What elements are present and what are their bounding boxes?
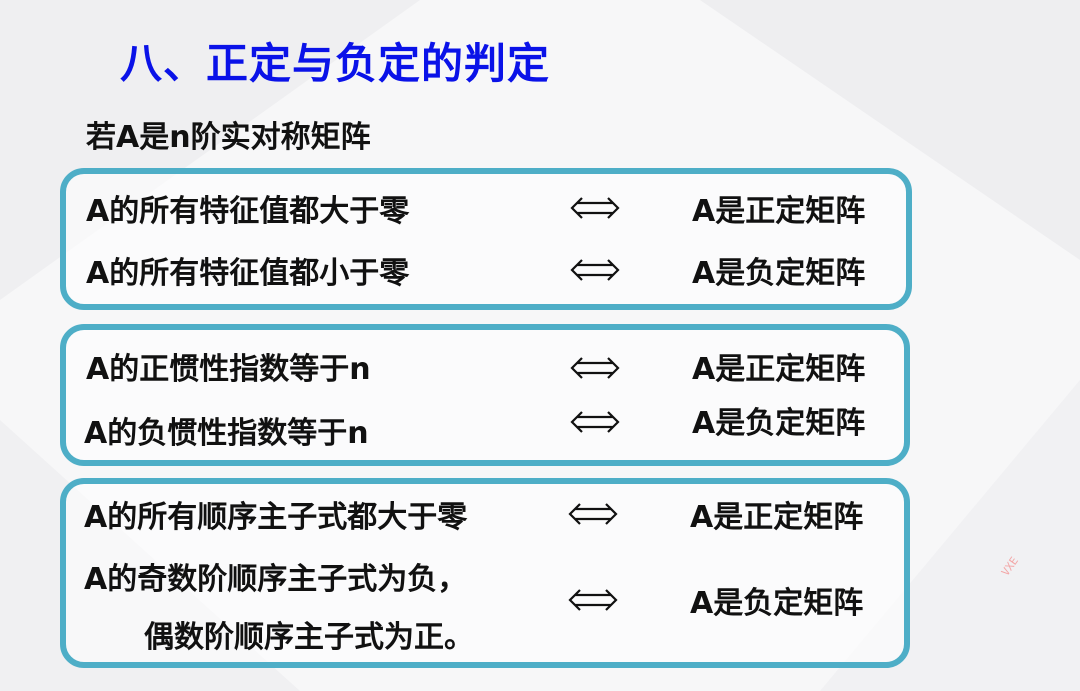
conclusion-text: A是负定矩阵 xyxy=(692,406,866,441)
conclusion-text: A是负定矩阵 xyxy=(692,256,866,291)
double-arrow-iff-icon xyxy=(570,259,620,281)
condition-text: A的所有特征值都小于零 xyxy=(86,256,410,291)
double-arrow-iff-icon xyxy=(570,357,620,379)
criteria-box-eigenvalues xyxy=(60,168,912,310)
criteria-box-principal-minors xyxy=(60,478,910,668)
condition-text: A的奇数阶顺序主子式为负， xyxy=(84,562,468,597)
conclusion-text: A是负定矩阵 xyxy=(690,586,864,621)
page-title: 八、正定与负定的判定 xyxy=(120,39,551,88)
condition-text: A的负惯性指数等于n xyxy=(84,416,369,451)
condition-text: A的正惯性指数等于n xyxy=(86,352,371,387)
condition-text: A的所有特征值都大于零 xyxy=(86,194,410,229)
double-arrow-iff-icon xyxy=(568,589,618,611)
conclusion-text: A是正定矩阵 xyxy=(692,352,866,387)
conclusion-text: A是正定矩阵 xyxy=(692,194,866,229)
double-arrow-iff-icon xyxy=(570,411,620,433)
double-arrow-iff-icon xyxy=(568,503,618,525)
premise-text: 若A是n阶实对称矩阵 xyxy=(86,120,371,155)
conclusion-text: A是正定矩阵 xyxy=(690,500,864,535)
condition-text: A的所有顺序主子式都大于零 xyxy=(84,500,468,535)
double-arrow-iff-icon xyxy=(570,197,620,219)
condition-text-continued: 偶数阶顺序主子式为正。 xyxy=(144,620,474,655)
criteria-box-inertia xyxy=(60,324,910,466)
